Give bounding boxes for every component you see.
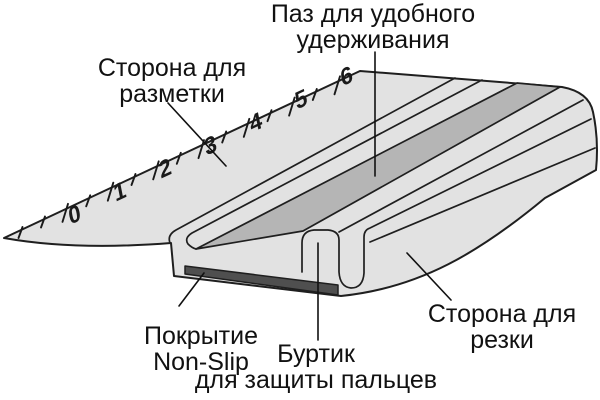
scale-tick — [221, 130, 228, 144]
non-slip-strip — [184, 265, 339, 296]
label-marking-side: Сторона для разметки — [82, 55, 262, 107]
label-line: Паз для удобного — [270, 0, 476, 28]
scale-tick — [106, 181, 115, 202]
cutting-face-edge — [369, 147, 596, 243]
scale-tick — [242, 117, 251, 138]
scale-tick — [311, 88, 318, 101]
scale-number: 5 — [293, 83, 310, 114]
scale-number: 4 — [247, 106, 264, 137]
scale-number: 2 — [157, 152, 174, 183]
scale-number: 0 — [66, 199, 83, 230]
scale-tick — [288, 96, 296, 117]
scale-tick — [61, 202, 69, 223]
scale-tick — [333, 75, 341, 96]
scale-tick — [152, 160, 160, 181]
label-finger-guard-flange: Буртик для защиты пальцев — [176, 341, 456, 393]
scale-tick — [40, 215, 46, 229]
label-line: резки — [470, 326, 534, 354]
ridge-profile — [301, 118, 592, 289]
label-line: разметки — [119, 80, 225, 108]
leader-coating — [178, 272, 205, 307]
ruler-ticks — [17, 75, 341, 239]
scale-number: 1 — [111, 176, 128, 207]
scale-number: 6 — [338, 60, 355, 91]
label-line: Сторона для — [427, 300, 577, 328]
scale-tick — [266, 109, 273, 123]
label-line: удерживания — [296, 26, 450, 54]
scale-tick — [197, 139, 205, 160]
label-line: для защиты пальцев — [194, 366, 438, 394]
groove-surface — [195, 82, 561, 250]
leader-marking — [167, 102, 227, 167]
marking-face-edge — [168, 77, 456, 244]
groove-near-edge — [185, 79, 483, 250]
scale-tick — [175, 151, 182, 165]
label-non-slip-coating: Покрытие Non-Slip — [121, 323, 281, 375]
label-line: Сторона для — [97, 54, 247, 82]
label-line: Покрытие — [143, 322, 258, 350]
leader-cutting — [406, 252, 452, 301]
scale-tick — [17, 226, 24, 239]
facet-lines — [168, 77, 596, 289]
label-holding-groove: Паз для удобного удерживания — [253, 1, 493, 53]
label-line: Non-Slip — [153, 348, 249, 376]
leader-lines — [167, 51, 452, 341]
label-cutting-side: Сторона для резки — [412, 301, 592, 353]
ridge-far-edge — [338, 99, 584, 233]
scale-tick — [85, 194, 92, 208]
label-line: Буртик — [277, 340, 355, 368]
scale-tick — [130, 173, 137, 186]
